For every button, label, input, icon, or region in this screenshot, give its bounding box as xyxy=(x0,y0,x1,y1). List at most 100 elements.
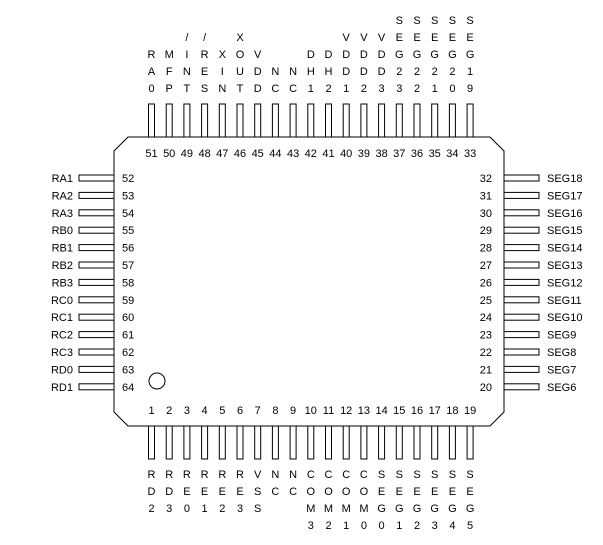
top-pin-label-char: N xyxy=(289,66,297,78)
bottom-pin-label-char: 0 xyxy=(184,503,190,515)
left-pin-lead xyxy=(78,348,115,356)
right-pin-number: 22 xyxy=(480,347,492,359)
top-pin-lead xyxy=(271,103,279,138)
bottom-pin-label-char: 2 xyxy=(325,520,331,532)
bottom-pin-label-char: M xyxy=(359,503,368,515)
bottom-pin-label-char: M xyxy=(306,503,315,515)
bottom-pin-label-char: E xyxy=(378,486,385,498)
top-pin-lead xyxy=(395,103,403,138)
bottom-pin-lead xyxy=(201,425,209,460)
left-pin-number: 64 xyxy=(122,382,134,394)
right-pin-label: SEG13 xyxy=(547,260,582,272)
top-pin-lead xyxy=(236,103,244,138)
left-pin-label: RC3 xyxy=(51,347,73,359)
left-pin-number: 63 xyxy=(122,364,134,376)
top-pin-number: 37 xyxy=(393,148,405,160)
left-pin-label: RC0 xyxy=(51,295,73,307)
top-pin-label-char: S xyxy=(396,15,403,27)
bottom-pin-label-char: M xyxy=(342,503,351,515)
bottom-pin-label-char: C xyxy=(271,486,279,498)
bottom-pin-lead xyxy=(378,425,386,460)
top-pin-label-char: H xyxy=(325,66,333,78)
top-pin-label-char: S xyxy=(466,15,473,27)
left-pin-lead xyxy=(78,296,115,304)
bottom-pin-lead xyxy=(183,425,191,460)
left-pin-label: RB2 xyxy=(52,260,73,272)
bottom-pin-lead xyxy=(148,425,155,460)
right-pin-label: SEG9 xyxy=(547,330,576,342)
left-pin-label: RA1 xyxy=(52,173,73,185)
left-pin-number: 59 xyxy=(122,295,134,307)
bottom-pin-lead xyxy=(448,425,456,460)
bottom-pin-label-char: G xyxy=(448,503,457,515)
top-pin-number: 42 xyxy=(305,148,317,160)
bottom-pin-label-char: S xyxy=(466,469,473,481)
right-pin-lead xyxy=(503,209,540,217)
top-pin-lead xyxy=(165,103,173,138)
top-pin-number: 49 xyxy=(181,148,193,160)
bottom-pin-lead xyxy=(271,425,279,460)
left-pin-label: RA2 xyxy=(52,190,73,202)
top-pin-label-char: F xyxy=(166,66,173,78)
pins-layer: 51RA050MFP49/INT48/RES47XIN46XOUT45VDD44… xyxy=(51,15,582,532)
right-pin-number: 28 xyxy=(480,243,492,255)
top-pin-label-char: S xyxy=(201,83,208,95)
top-pin-number: 33 xyxy=(464,148,476,160)
bottom-pin-label-char: E xyxy=(449,486,456,498)
right-pin-lead xyxy=(503,296,540,304)
bottom-pin-label-char: R xyxy=(165,469,173,481)
bottom-pin-label-char: 3 xyxy=(237,503,243,515)
top-pin-label-char: D xyxy=(360,66,368,78)
bottom-pin-label-char: S xyxy=(254,486,261,498)
right-pin-label: SEG11 xyxy=(547,295,582,307)
bottom-pin-label-char: D xyxy=(148,486,156,498)
bottom-pin-lead xyxy=(413,425,421,460)
top-pin-label-char: 0 xyxy=(148,83,154,95)
bottom-pin-label-char: G xyxy=(466,503,475,515)
right-pin-lead xyxy=(503,313,540,321)
right-pin-number: 24 xyxy=(480,312,492,324)
right-pin-label: SEG8 xyxy=(547,347,576,359)
bottom-pin-label-char: C xyxy=(325,469,333,481)
bottom-pin-number: 17 xyxy=(429,405,441,417)
bottom-pin-number: 11 xyxy=(323,405,334,417)
bottom-pin-label-char: R xyxy=(183,469,191,481)
top-pin-label-char: V xyxy=(254,49,262,61)
top-pin-lead xyxy=(289,103,297,138)
top-pin-lead xyxy=(342,103,350,138)
left-pin-label: RB0 xyxy=(52,225,73,237)
bottom-pin-label-char: E xyxy=(413,486,420,498)
bottom-pin-lead xyxy=(165,425,173,460)
bottom-pin-label-char: G xyxy=(395,503,404,515)
bottom-pin-number: 8 xyxy=(272,405,278,417)
bottom-pin-label-char: 1 xyxy=(396,520,402,532)
right-pin-lead xyxy=(503,278,540,286)
top-pin-label-char: / xyxy=(203,32,207,44)
bottom-pin-label-char: 5 xyxy=(467,520,473,532)
top-pin-label-char: T xyxy=(184,83,191,95)
right-pin-lead xyxy=(503,174,540,182)
left-pin-number: 54 xyxy=(122,208,134,220)
top-pin-lead xyxy=(466,103,474,138)
right-pin-label: SEG14 xyxy=(547,243,582,255)
left-pin-label: RA3 xyxy=(52,208,73,220)
top-pin-label-char: D xyxy=(325,49,333,61)
top-pin-label-char: G xyxy=(430,49,439,61)
left-pin-label: RB1 xyxy=(52,243,73,255)
top-pin-label-char: N xyxy=(183,66,191,78)
bottom-pin-label-char: R xyxy=(218,469,226,481)
right-pin-label: SEG17 xyxy=(547,190,582,202)
top-pin-lead xyxy=(218,103,226,138)
right-pin-lead xyxy=(503,244,540,252)
bottom-pin-label-char: G xyxy=(413,503,422,515)
bottom-pin-label-char: S xyxy=(431,469,438,481)
top-pin-label-char: I xyxy=(221,66,224,78)
top-pin-label-char: V xyxy=(360,32,368,44)
right-pin-label: SEG10 xyxy=(547,312,582,324)
top-pin-label-char: 2 xyxy=(414,66,420,78)
bottom-pin-lead xyxy=(325,425,332,460)
right-pin-lead xyxy=(503,226,540,234)
top-pin-number: 36 xyxy=(411,148,423,160)
bottom-pin-lead xyxy=(466,425,474,460)
